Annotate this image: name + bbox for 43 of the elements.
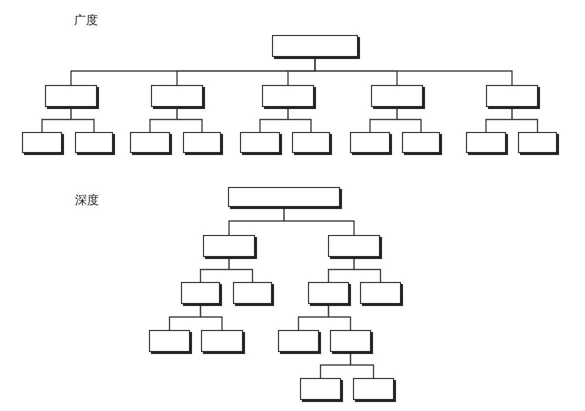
connector-line xyxy=(200,304,223,330)
connector-line xyxy=(353,257,382,282)
empty-box xyxy=(151,85,203,107)
empty-box xyxy=(149,330,190,352)
connector-line xyxy=(70,107,95,132)
connector-line xyxy=(396,107,422,132)
connector-line xyxy=(511,107,538,132)
empty-box xyxy=(183,132,221,153)
connector-line xyxy=(328,304,352,330)
empty-box xyxy=(203,235,255,257)
connector-line xyxy=(176,107,203,132)
connector-line xyxy=(314,57,513,85)
empty-box xyxy=(262,85,314,107)
empty-box xyxy=(328,235,380,257)
empty-box xyxy=(292,132,330,153)
empty-box xyxy=(278,330,319,352)
empty-box xyxy=(130,132,170,153)
empty-box xyxy=(201,330,243,352)
empty-box xyxy=(228,187,340,207)
empty-box xyxy=(466,132,506,153)
empty-box xyxy=(350,132,390,153)
empty-box xyxy=(353,378,394,400)
empty-box xyxy=(371,85,423,107)
empty-box xyxy=(75,132,113,153)
empty-box xyxy=(22,132,62,153)
section-heading: 广度 xyxy=(74,12,98,29)
empty-box xyxy=(330,330,371,352)
connector-line xyxy=(350,352,374,378)
empty-box xyxy=(272,35,358,57)
empty-box xyxy=(300,378,341,400)
connector-line xyxy=(287,107,312,132)
connector-line xyxy=(228,257,254,282)
empty-box xyxy=(402,132,440,153)
connector-line xyxy=(283,207,355,235)
empty-box xyxy=(240,132,280,153)
empty-box xyxy=(45,85,97,107)
section-heading: 深度 xyxy=(75,192,99,209)
empty-box xyxy=(181,282,220,304)
empty-box xyxy=(486,85,538,107)
empty-box xyxy=(233,282,272,304)
empty-box xyxy=(360,282,401,304)
empty-box xyxy=(308,282,349,304)
empty-box xyxy=(518,132,557,153)
